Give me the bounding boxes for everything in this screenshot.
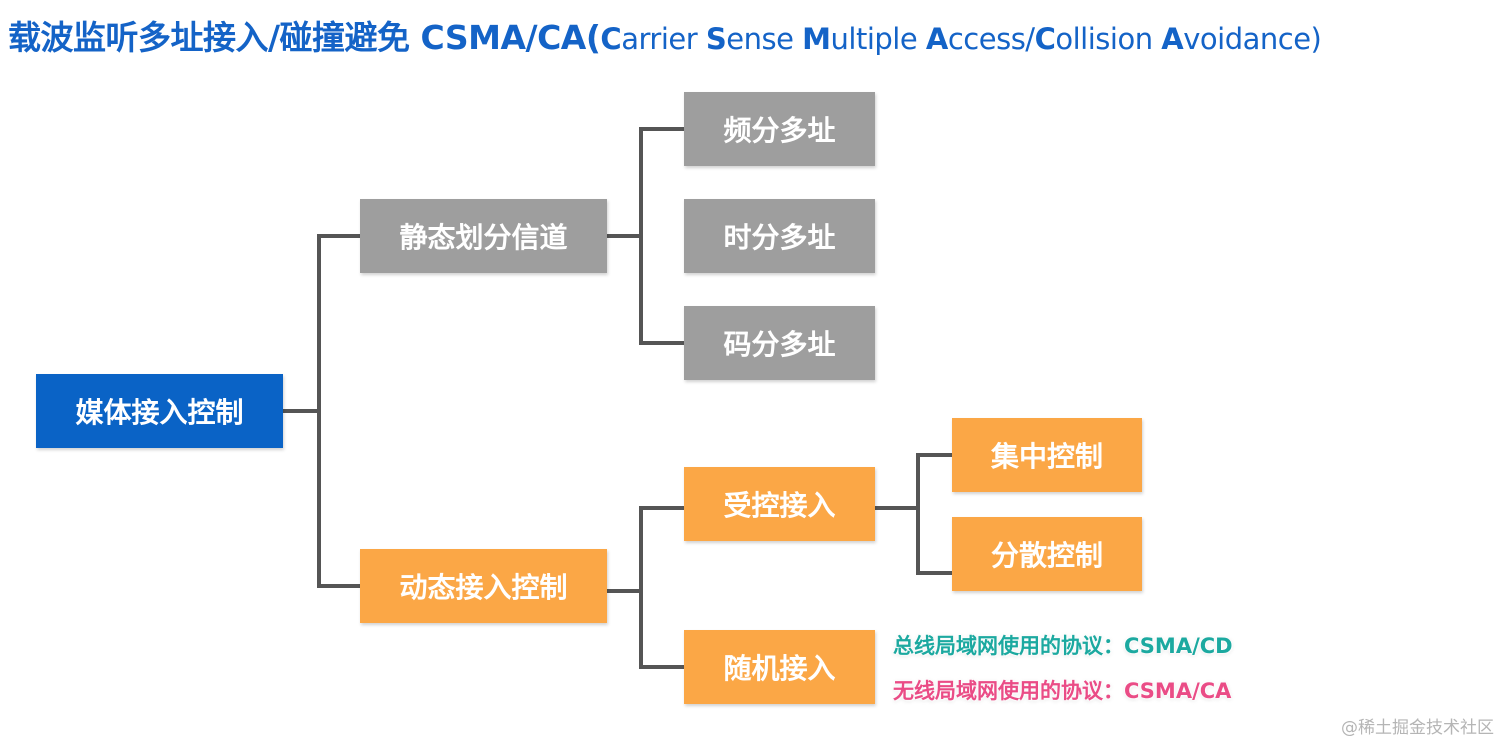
wired-lan-protocol-note: 总线局域网使用的协议：CSMA/CD — [893, 634, 1233, 658]
random-access-node: 随机接入 — [684, 630, 875, 704]
title-initial: M — [802, 22, 831, 56]
title-expansion: Carrier Sense Multiple Access/Collision … — [600, 22, 1321, 56]
title-word: voidance) — [1183, 22, 1322, 56]
title-word: ccess/ — [947, 22, 1035, 56]
dynamic-access-node: 动态接入控制 — [360, 549, 607, 623]
wireless-lan-protocol-note: 无线局域网使用的协议：CSMA/CA — [893, 679, 1232, 703]
title-initial: A — [925, 22, 948, 56]
page-title: 载波监听多址接入/碰撞避免 CSMA/CA(Carrier Sense Mult… — [8, 8, 1504, 68]
watermark: @稀土掘金技术社区 — [1341, 718, 1494, 738]
title-initial: C — [600, 22, 622, 56]
distributed-control-node: 分散控制 — [952, 517, 1142, 591]
title-initial: A — [1161, 22, 1184, 56]
title-word: ollision — [1055, 22, 1162, 56]
static-channel-node: 静态划分信道 — [360, 199, 607, 273]
controlled-access-node: 受控接入 — [684, 467, 875, 541]
title-lead: 载波监听多址接入/碰撞避免 CSMA/CA( — [8, 18, 601, 57]
tdma-node: 时分多址 — [684, 199, 875, 273]
title-word: ense — [726, 22, 803, 56]
title-initial: C — [1034, 22, 1056, 56]
title-word: ultiple — [830, 22, 926, 56]
root-node: 媒体接入控制 — [36, 374, 283, 448]
cdma-node: 码分多址 — [684, 306, 875, 380]
centralized-control-node: 集中控制 — [952, 418, 1142, 492]
fdma-node: 频分多址 — [684, 92, 875, 166]
title-word: arrier — [621, 22, 706, 56]
title-initial: S — [705, 22, 727, 56]
